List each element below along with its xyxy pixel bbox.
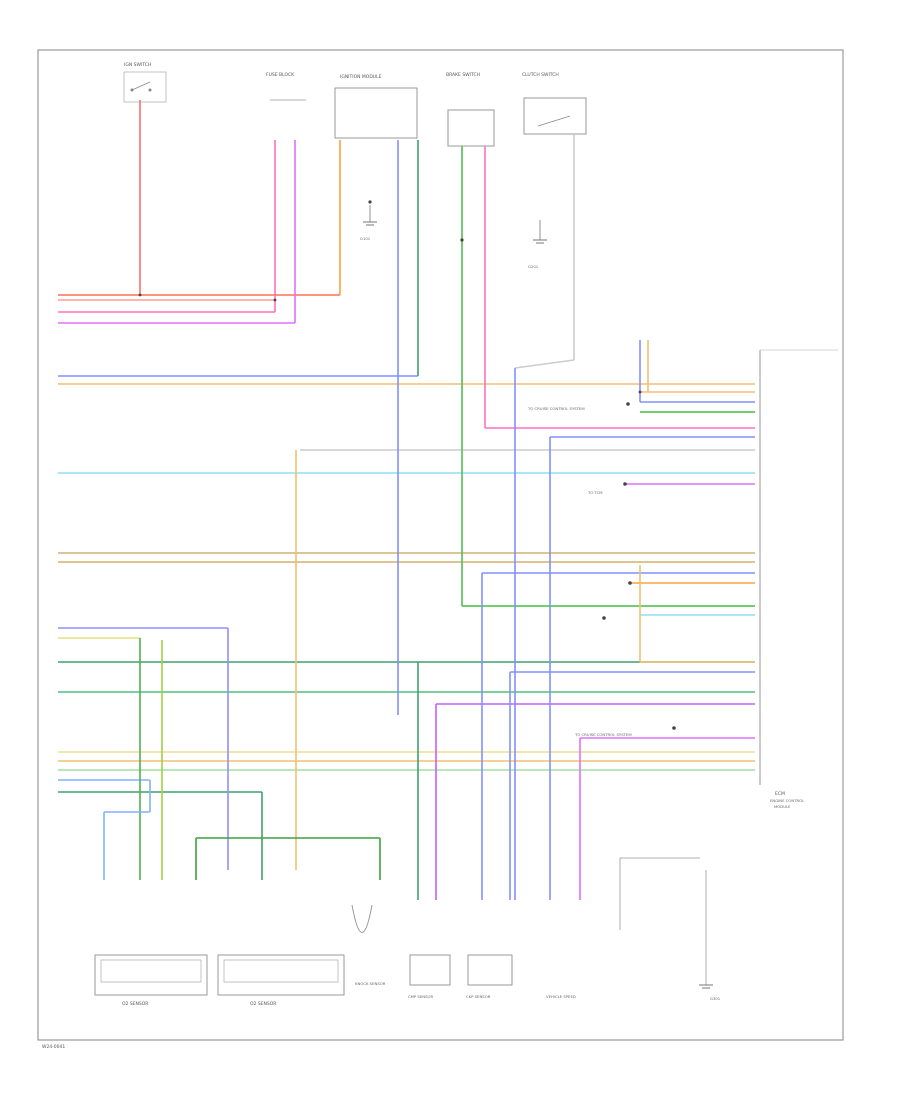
ckp-label: CKP SENSOR — [466, 994, 491, 999]
ignition-module-label: IGNITION MODULE — [340, 74, 382, 80]
callout-1: TO CRUISE CONTROL SYSTEM — [527, 406, 585, 411]
ground-3-label: G301 — [710, 996, 721, 1001]
ignition-switch: IGN SWITCH — [123, 62, 167, 103]
speed-sensor: VEHICLE SPEED — [546, 994, 576, 999]
clutch-switch: CLUTCH SWITCH — [522, 72, 587, 135]
cmp-label: CMP SENSOR — [408, 994, 433, 999]
ground-symbol-3: G301 — [699, 984, 721, 1001]
diagram-border — [37, 49, 844, 1041]
ignition-switch-label: IGN SWITCH — [124, 62, 151, 68]
ignition-module: IGNITION MODULE — [334, 74, 418, 139]
o2-sensor-right: O2 SENSOR — [217, 954, 345, 1007]
callout-3: TO TCM — [587, 490, 603, 495]
o2-sensor-left: O2 SENSOR — [94, 954, 208, 1007]
ckp-sensor: CKP SENSOR — [466, 954, 513, 999]
ecm-title: ECM — [775, 791, 785, 797]
speed-label: VEHICLE SPEED — [546, 994, 576, 999]
ground-symbol-2: G201 — [528, 220, 547, 269]
callout-2: TO CRUISE CONTROL SYSTEM — [574, 732, 632, 737]
vertical-wires — [103, 100, 707, 985]
ecm-subtitle-2: MODULE — [774, 804, 791, 809]
ground-1-label: G101 — [360, 236, 371, 241]
horizontal-wires — [58, 294, 755, 793]
splice-dots — [138, 200, 676, 730]
knock-label: KNOCK SENSOR — [355, 981, 386, 986]
brake-switch: BRAKE SWITCH — [446, 72, 495, 147]
ground-symbol-1: G101 — [360, 205, 377, 241]
brake-switch-label: BRAKE SWITCH — [446, 72, 480, 78]
clutch-switch-label: CLUTCH SWITCH — [522, 72, 559, 78]
diagram-id-code: W24-0041 — [42, 1044, 65, 1050]
o2-right-label: O2 SENSOR — [250, 1001, 276, 1007]
o2-left-label: O2 SENSOR — [122, 1001, 148, 1007]
ground-2-label: G201 — [528, 264, 539, 269]
fuse-block-label: FUSE BLOCK — [266, 72, 295, 78]
fuse-block: FUSE BLOCK — [266, 72, 306, 101]
ecm-subtitle-1: ENGINE CONTROL — [770, 798, 805, 803]
knock-sensor: KNOCK SENSOR — [351, 904, 386, 986]
vwire-gray-c — [514, 359, 575, 369]
cmp-sensor: CMP SENSOR — [408, 954, 451, 999]
ecm-connector: ECM ENGINE CONTROL MODULE — [759, 349, 838, 809]
